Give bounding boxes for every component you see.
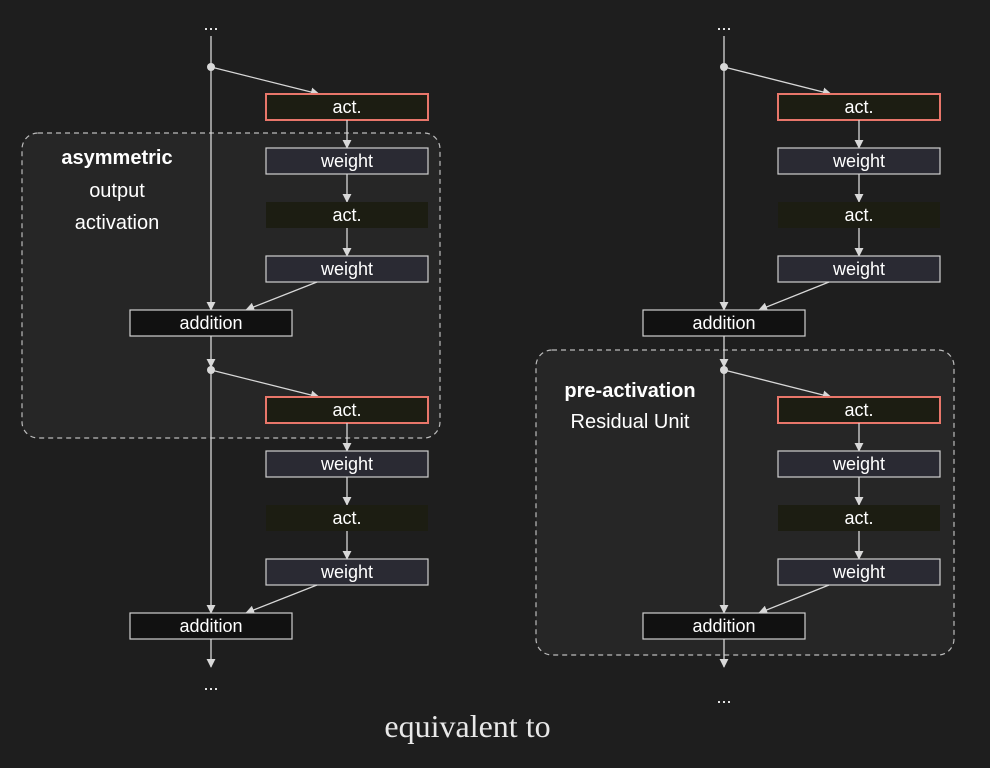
right-unit2-weight-2-box [777, 450, 941, 478]
right-unit2-act-3-label: act. [844, 508, 873, 528]
left-unit1-act-1-label: act. [332, 97, 361, 117]
right-unit2-addition-label: addition [692, 616, 755, 636]
left-unit1-weight-2-label: weight [320, 151, 373, 171]
right-unit1-weight-4-box [777, 255, 941, 283]
left-unit2-weight-4-label: weight [320, 562, 373, 582]
left-unit2-addition-label: addition [179, 616, 242, 636]
right-unit2-addition-box [642, 612, 806, 640]
left-branch-in-1 [210, 66, 320, 97]
asymmetric-title: asymmetric [61, 147, 172, 169]
right-unit2-act-1-label: act. [844, 400, 873, 420]
right-unit1-act-3-label: act. [844, 205, 873, 225]
left-unit1-act-3-label: act. [332, 205, 361, 225]
right-branch-in-2 [723, 369, 832, 400]
asymmetric-subtitle-activation: activation [75, 212, 160, 234]
left-top-ellipsis: ... [203, 14, 218, 34]
asymmetric-subtitle-output: output [89, 180, 145, 202]
left-unit2-act-3-label: act. [332, 508, 361, 528]
right-branch-out-1 [758, 281, 830, 312]
left-unit2-act-3-box [266, 505, 428, 531]
left-bottom-ellipsis: ... [203, 674, 218, 694]
left-branch-out-2 [245, 584, 318, 615]
caption: equivalent to [384, 708, 551, 744]
right-branch-in-1 [723, 66, 832, 97]
right-branch-out-2 [758, 584, 830, 615]
right-bottom-ellipsis: ... [716, 687, 731, 707]
left-branch-out-1 [245, 281, 318, 312]
left-unit2-weight-2-label: weight [320, 454, 373, 474]
right-unit1-weight-2-box [777, 147, 941, 175]
right-unit1-act-1-label: act. [844, 97, 873, 117]
right-unit1-weight-4-label: weight [832, 259, 885, 279]
right-unit1-addition-label: addition [692, 313, 755, 333]
right-unit1-addition-box [642, 309, 806, 337]
left-unit1-addition-label: addition [179, 313, 242, 333]
right-unit1-weight-2-label: weight [832, 151, 885, 171]
left-unit1-weight-4-box [265, 255, 429, 283]
right-column: ... act. weight act. weight addition act. weigh… [642, 14, 941, 707]
left-unit1-weight-2-box [265, 147, 429, 175]
right-unit2-weight-4-box [777, 558, 941, 586]
left-unit2-weight-4-box [265, 558, 429, 586]
preactivation-subtitle: Residual Unit [571, 411, 690, 433]
right-unit1-act-3-box [778, 202, 940, 228]
preactivation-title: pre-activation [564, 380, 695, 402]
left-unit2-weight-2-box [265, 450, 429, 478]
left-branch-in-2 [210, 369, 320, 400]
right-unit2-weight-4-label: weight [832, 562, 885, 582]
left-column: ... act. weight act. weight addition act. weigh… [129, 14, 429, 694]
left-unit2-act-1-box [265, 396, 429, 424]
right-unit2-act-3-box [778, 505, 940, 531]
left-unit2-act-1-label: act. [332, 400, 361, 420]
left-unit1-addition-box [129, 309, 293, 337]
left-unit1-act-3-box [266, 202, 428, 228]
right-top-ellipsis: ... [716, 14, 731, 34]
asymmetric-group-box [21, 132, 441, 439]
left-unit1-weight-4-label: weight [320, 259, 373, 279]
right-unit2-weight-2-label: weight [832, 454, 885, 474]
